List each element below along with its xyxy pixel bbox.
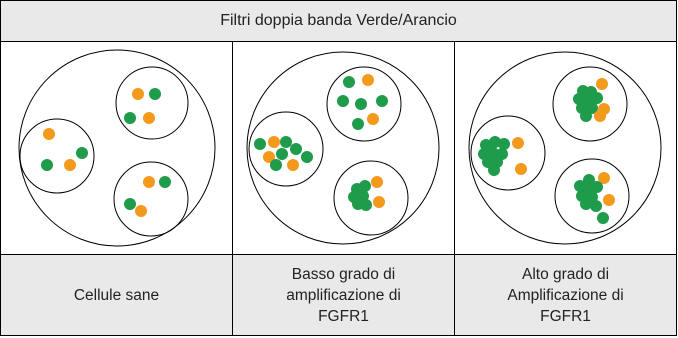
green-signal — [591, 180, 604, 193]
green-signal — [123, 197, 136, 210]
cell-diagram-low — [246, 51, 440, 244]
green-signal — [487, 146, 500, 159]
label-healthy: Cellule sane — [73, 286, 160, 304]
orange-signal — [373, 195, 385, 208]
green-signal — [352, 117, 364, 130]
orange-signal — [596, 77, 609, 90]
green-signal — [270, 158, 282, 171]
orange-signal — [142, 175, 155, 188]
nucleus — [326, 66, 402, 141]
outer-cell — [18, 49, 215, 246]
orange-signal — [367, 112, 379, 125]
green-signal — [337, 94, 349, 107]
green-signal — [580, 109, 593, 122]
outer-cell — [246, 51, 440, 244]
nucleus — [552, 66, 628, 141]
green-signal — [123, 111, 136, 124]
green-signal — [359, 179, 371, 192]
title: Filtri doppia banda Verde/Arancio — [220, 12, 457, 29]
orange-signal — [287, 158, 299, 171]
green-signal — [158, 175, 171, 188]
green-signal — [376, 94, 388, 107]
orange-signal — [362, 73, 374, 86]
green-signal — [343, 75, 355, 88]
green-signal — [583, 173, 596, 186]
label-low-amplification: Basso grado di amplificazione di FGFR1 — [286, 265, 401, 325]
green-signal — [148, 87, 161, 100]
orange-signal — [142, 111, 155, 124]
orange-signal — [515, 162, 528, 175]
orange-signal — [42, 127, 55, 140]
cell-diagram-healthy — [18, 49, 215, 246]
orange-signal — [63, 158, 76, 171]
green-signal — [489, 135, 502, 148]
title-cell: Filtri doppia banda Verde/Arancio — [0, 0, 678, 42]
label-cell-healthy: Cellule sane — [0, 254, 233, 336]
green-signal — [75, 146, 88, 159]
cell-diagram-high — [468, 51, 662, 244]
panel-low-amplification — [232, 41, 455, 255]
green-signal — [355, 97, 367, 110]
green-signal — [580, 197, 593, 210]
green-signal — [280, 135, 292, 148]
green-signal — [597, 211, 610, 224]
panel-high-amplification — [453, 41, 678, 255]
label-cell-low: Basso grado di amplificazione di FGFR1 — [232, 254, 455, 336]
nucleus — [333, 160, 409, 235]
orange-signal — [512, 136, 525, 149]
green-signal — [301, 150, 313, 163]
nucleus — [115, 66, 188, 139]
panel-healthy — [0, 41, 233, 255]
orange-signal — [594, 109, 607, 122]
green-signal — [360, 198, 372, 211]
green-signal — [276, 147, 288, 160]
nucleus — [248, 111, 324, 186]
orange-signal — [131, 87, 144, 100]
orange-signal — [268, 135, 280, 148]
green-signal — [591, 91, 604, 104]
orange-signal — [598, 171, 611, 184]
green-signal — [290, 142, 302, 155]
nucleus — [554, 158, 630, 233]
nucleus — [470, 115, 546, 190]
label-high-amplification: Alto grado di Amplificazione di FGFR1 — [507, 265, 624, 325]
outer-cell — [468, 51, 662, 244]
orange-signal — [134, 204, 147, 217]
orange-signal — [603, 193, 616, 206]
orange-signal — [263, 150, 275, 163]
orange-signal — [371, 175, 383, 188]
label-cell-high: Alto grado di Amplificazione di FGFR1 — [453, 254, 678, 336]
green-signal — [488, 163, 501, 176]
nucleus — [19, 118, 94, 193]
green-signal — [590, 199, 603, 212]
green-signal — [254, 137, 266, 150]
green-signal — [40, 158, 53, 171]
green-signal — [498, 137, 511, 150]
nucleus — [113, 161, 188, 236]
